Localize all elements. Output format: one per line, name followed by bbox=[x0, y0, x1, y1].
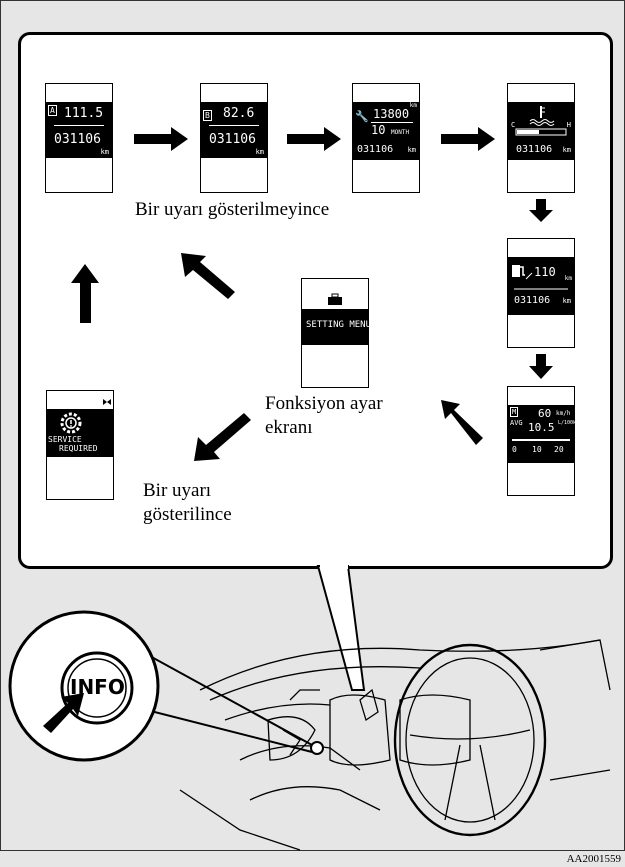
trip-letter: A bbox=[48, 105, 57, 116]
odometer: 031106 bbox=[209, 132, 256, 147]
service-months: 10 bbox=[371, 123, 386, 137]
screen-trip-b: B 82.6 031106 km bbox=[200, 83, 268, 193]
label-no-warning: Bir uyarı gösterilmeyince bbox=[135, 199, 330, 220]
unit: km bbox=[562, 146, 571, 154]
fuel-pump-icon bbox=[512, 265, 568, 290]
temp-hot-label: H bbox=[566, 121, 571, 129]
unit: km bbox=[100, 148, 109, 156]
warning-flag-icon bbox=[103, 399, 111, 405]
arrow-right-1 bbox=[134, 127, 188, 151]
unit: km bbox=[407, 146, 416, 154]
scale-tick-10: 10 bbox=[532, 445, 542, 454]
arrow-down-left bbox=[194, 413, 251, 461]
arrow-right-2 bbox=[287, 127, 341, 151]
arrow-up-left-upper bbox=[181, 253, 235, 299]
screen-average-consumption: M 60 km/h AVG 10.5 L/100km 0 10 20 bbox=[507, 386, 580, 496]
arrow-down-1 bbox=[529, 199, 553, 222]
scale-tick-0: 0 bbox=[512, 445, 517, 454]
screen-setting-menu: SETTING MENU bbox=[301, 278, 372, 388]
odometer: 031106 bbox=[516, 144, 553, 155]
label-warning-line2: gösterilince bbox=[143, 504, 232, 525]
avg-fuel: 10.5 bbox=[528, 421, 555, 434]
figure-code: AA2001559 bbox=[566, 853, 621, 865]
label-warning-line1: Bir uyarı bbox=[143, 480, 212, 501]
arrow-down-2 bbox=[529, 354, 553, 379]
arrow-right-3 bbox=[441, 127, 495, 151]
unit: km bbox=[255, 148, 264, 156]
service-gear-icon bbox=[60, 412, 82, 434]
avg-fuel-unit: L/100km bbox=[558, 420, 580, 426]
range-value: 110 bbox=[534, 265, 556, 279]
trip-value: 111.5 bbox=[64, 106, 104, 121]
odometer: 031106 bbox=[357, 144, 394, 155]
avg-speed: 60 bbox=[538, 407, 552, 420]
unit: km bbox=[562, 297, 571, 305]
thermometer-icon bbox=[515, 106, 567, 136]
service-km: 13800 bbox=[373, 107, 410, 121]
odometer: 031106 bbox=[514, 295, 551, 306]
label-function-setting-line2: ekranı bbox=[265, 417, 313, 438]
wrench-icon: 🔧 bbox=[355, 110, 369, 123]
setting-menu-label: SETTING MENU bbox=[306, 320, 372, 330]
screen-coolant-temperature: C H 031106 km bbox=[507, 83, 575, 193]
dashboard-drawing bbox=[179, 639, 611, 851]
month-label: MONTH bbox=[391, 129, 410, 136]
avg-speed-unit: km/h bbox=[556, 410, 571, 417]
pointer-arrow-icon bbox=[43, 693, 84, 733]
arrow-up-left-lower-right bbox=[441, 400, 483, 445]
warning-line-2: REQUIRED bbox=[59, 444, 98, 453]
screen-trip-a: A 111.5 031106 km bbox=[45, 83, 113, 193]
temp-cold-label: C bbox=[511, 121, 516, 129]
service-km-unit: km bbox=[409, 102, 417, 109]
scale-tick-20: 20 bbox=[554, 445, 564, 454]
dashboard-info-button-location bbox=[310, 741, 324, 755]
label-function-setting-line1: Fonksiyon ayar bbox=[265, 393, 383, 414]
trip-value: 82.6 bbox=[223, 106, 255, 121]
screen-service-required: SERVICE REQUIRED bbox=[46, 390, 114, 500]
range-unit: km bbox=[564, 275, 572, 282]
arrow-up bbox=[71, 264, 99, 323]
toolbox-icon bbox=[328, 293, 342, 305]
avg-label: AVG bbox=[510, 419, 523, 427]
odometer: 031106 bbox=[54, 132, 101, 147]
warning-line-1: SERVICE bbox=[48, 435, 82, 444]
info-button-label[interactable]: INFO bbox=[70, 675, 125, 699]
mode-badge: M bbox=[510, 407, 519, 417]
screen-service-interval: 🔧 13800 km 10 MONTH 031106 km bbox=[352, 83, 420, 193]
screen-driving-range: 110 km 031106 km bbox=[507, 238, 575, 348]
trip-letter: B bbox=[203, 110, 212, 121]
callout-pointer bbox=[316, 565, 366, 691]
